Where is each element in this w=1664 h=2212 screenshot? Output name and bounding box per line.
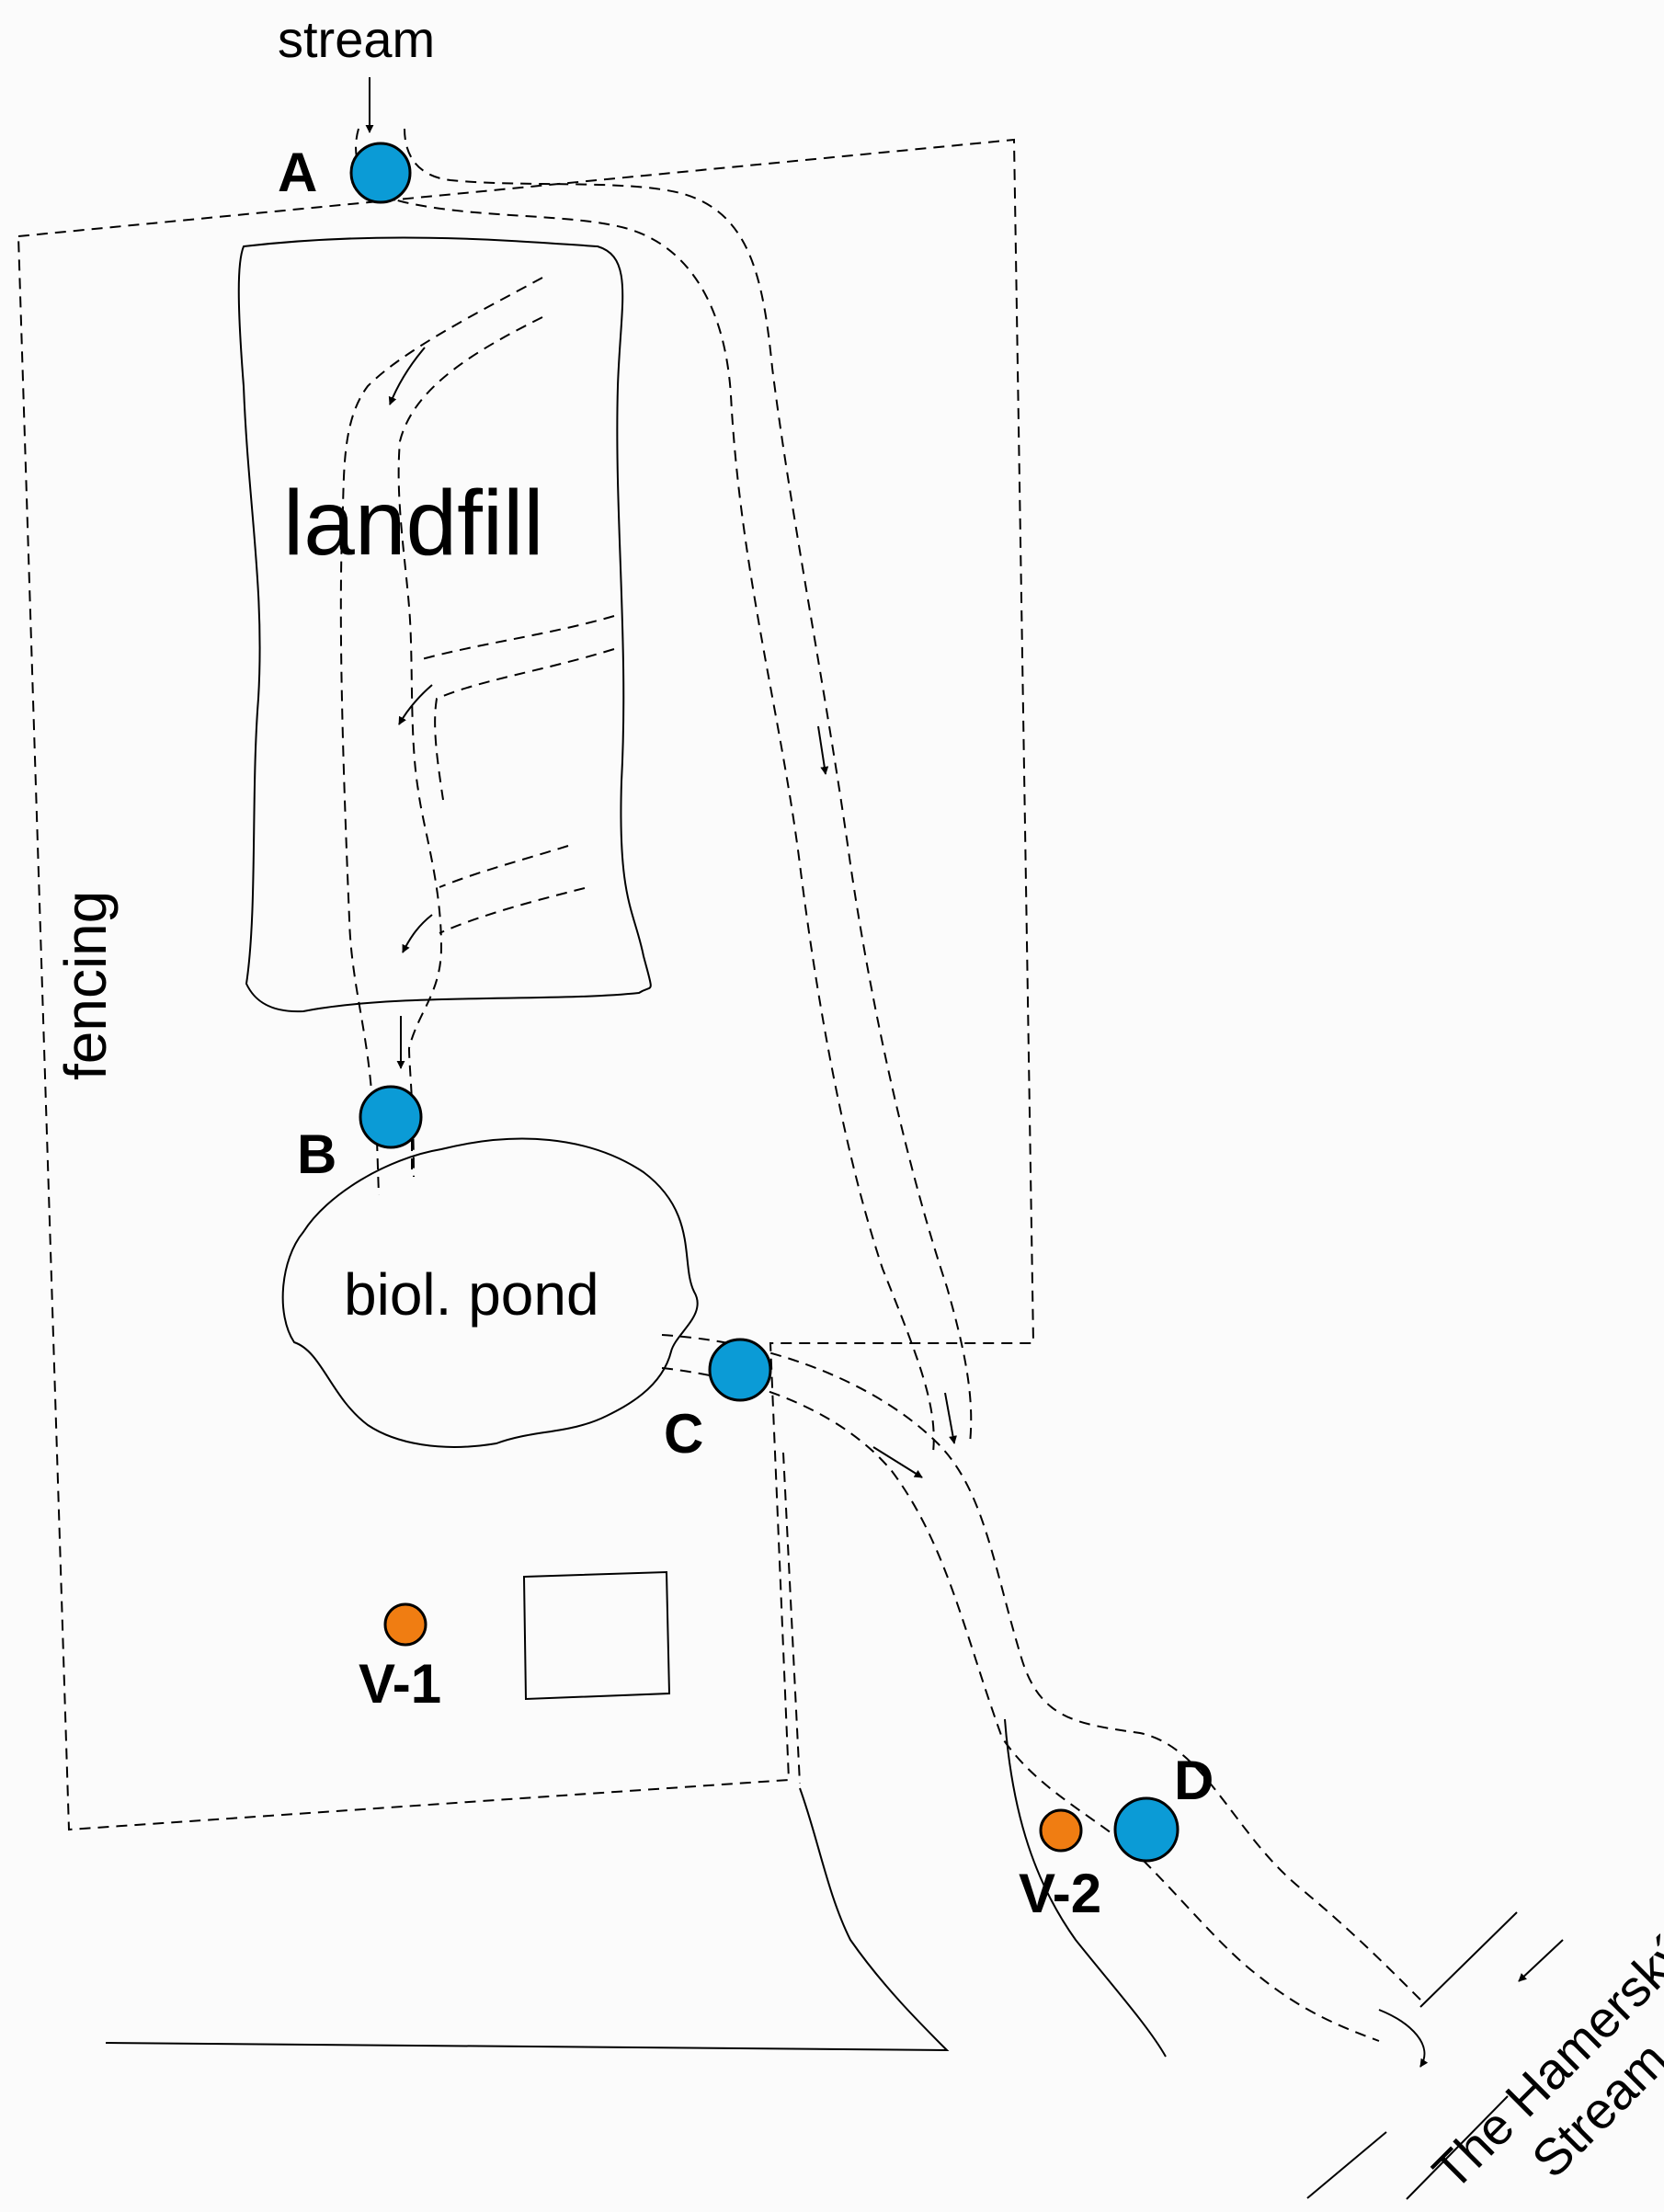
hamersky-bank-lower-east [1406,2095,1509,2200]
flow-arrow-landfill-2 [398,684,433,725]
landfill-branch-3 [439,845,569,888]
landfill-branch-4 [439,887,586,934]
channel-b-to-pond [376,1139,413,1196]
well-v2-label: V-2 [1019,1863,1101,1924]
fencing-label: fencing [52,891,119,1080]
terrain-edge-south [105,1787,950,2052]
flow-arrow-outflow [872,1446,923,1478]
stream-corridor-east-bank [404,128,973,1444]
fencing-boundary [17,138,1035,1831]
well-v2[interactable] [1039,1808,1083,1853]
sampling-point-d-label: D [1174,1750,1214,1811]
well-v1-label: V-1 [359,1653,441,1715]
sampling-point-d[interactable] [1113,1796,1180,1863]
sampling-point-c-label: C [664,1403,703,1465]
flow-arrow-hamersky [1518,1939,1564,1982]
landfill-channel-right [397,316,543,1178]
sampling-point-b-label: B [297,1123,336,1185]
sampling-point-a[interactable] [349,142,412,204]
outflow-corridor-lower [661,1367,1380,2042]
building [522,1570,671,1701]
landfill-branch-2 [434,648,615,801]
sampling-point-b[interactable] [359,1085,423,1149]
landfill-label: landfill [283,472,544,575]
hamersky-bank-lower-west [1306,2131,1387,2199]
pond-outline [281,1137,699,1448]
landfill-channel-left [339,277,543,1104]
sampling-point-a-label: A [278,142,317,203]
hamersky-bank-upper [1419,1911,1518,2008]
flow-arrow-landfill-3 [402,914,433,953]
flow-arrow-stream-lower [944,1392,957,1444]
flow-arrow-landfill-1 [388,347,426,405]
sampling-point-c[interactable] [708,1338,772,1402]
pond-label: biol. pond [344,1261,599,1328]
flow-arrow-confluence [1378,2009,1429,2068]
landfill-outline [237,236,652,1013]
well-v1[interactable] [383,1602,427,1647]
outflow-corridor-upper [661,1334,1426,2005]
stream-corridor-west-bank [355,128,935,1454]
valley-edge-west [1004,1718,1167,2058]
flow-arrow-stream-upper [817,725,829,775]
lower-enclosure-line [782,1452,801,1784]
stream-label: stream [278,10,435,68]
landfill-branch-1 [417,615,615,661]
